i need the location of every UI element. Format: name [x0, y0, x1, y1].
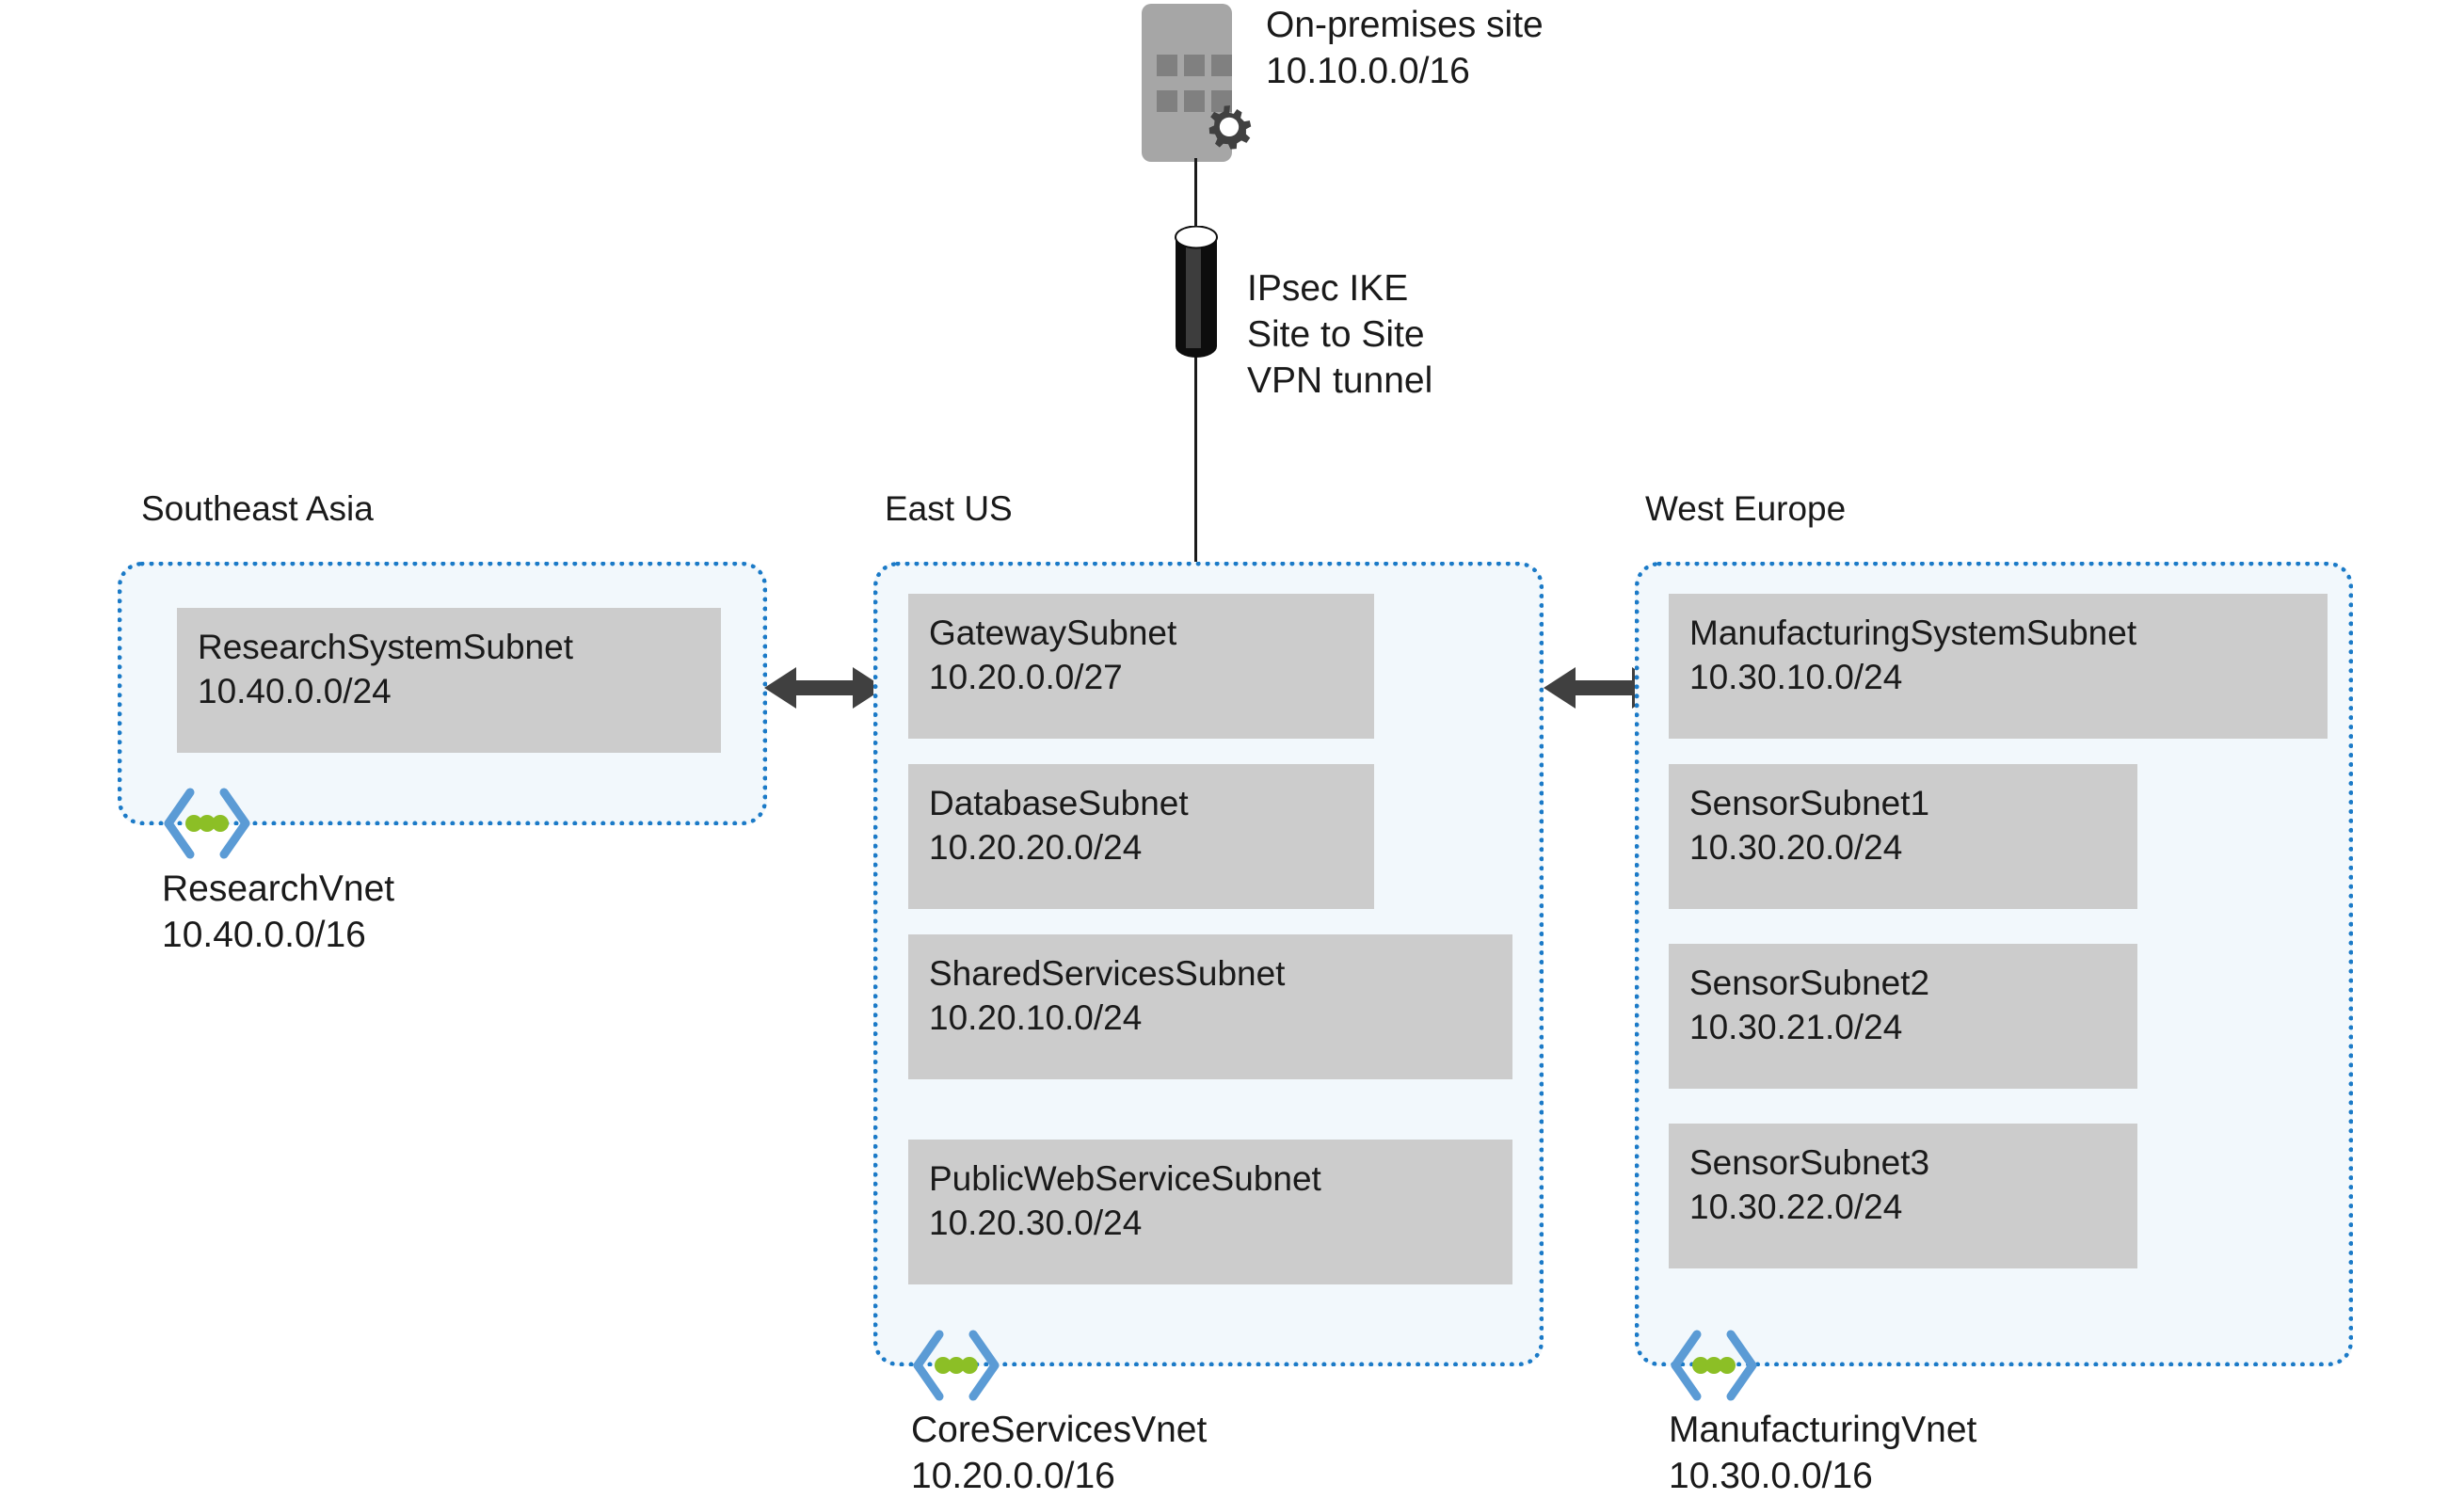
subnet-box-gatewaysubnet[interactable]: GatewaySubnet 10.20.0.0/27: [908, 594, 1374, 739]
peering-arrow-east-us-west-europe: [1544, 667, 1664, 709]
subnet-name: SensorSubnet2: [1689, 964, 1930, 1002]
onpremises-site-label: On-premises site 10.10.0.0/16: [1266, 5, 1544, 91]
server-building-gear-icon: [1142, 4, 1252, 162]
vnet-container-researchvnet[interactable]: ResearchSystemSubnet 10.40.0.0/24: [118, 562, 767, 825]
vnet-chevron-dots-icon: [1671, 1330, 1757, 1401]
region-label-southeast-asia: Southeast Asia: [141, 489, 374, 528]
subnet-box-sensorsubnet3[interactable]: SensorSubnet3 10.30.22.0/24: [1669, 1124, 2137, 1268]
subnet-box-sharedservicessubnet[interactable]: SharedServicesSubnet 10.20.10.0/24: [908, 934, 1512, 1079]
subnet-cidr: 10.20.20.0/24: [929, 828, 1143, 867]
region-label-west-europe: West Europe: [1645, 489, 1847, 528]
subnet-cidr: 10.30.22.0/24: [1689, 1188, 1903, 1226]
subnet-box-sensorsubnet2[interactable]: SensorSubnet2 10.30.21.0/24: [1669, 944, 2137, 1089]
subnet-cidr: 10.20.0.0/27: [929, 658, 1123, 696]
subnet-name: GatewaySubnet: [929, 614, 1177, 652]
subnet-name: ResearchSystemSubnet: [198, 628, 573, 666]
peering-arrow-southeast-asia-east-us: [764, 667, 885, 709]
subnet-name: DatabaseSubnet: [929, 784, 1189, 822]
subnet-name: SensorSubnet3: [1689, 1143, 1930, 1182]
vpn-tunnel-cylinder-icon: [1175, 226, 1218, 358]
vnet-chevron-dots-icon: [913, 1330, 1000, 1401]
region-label-east-us: East US: [885, 489, 1013, 528]
subnet-box-researchsystemsubnet[interactable]: ResearchSystemSubnet 10.40.0.0/24: [177, 608, 721, 753]
vnet-chevron-dots-icon: [164, 788, 250, 859]
gear-icon: [1208, 105, 1252, 150]
vnet-caption-coreservicesvnet: CoreServicesVnet 10.20.0.0/16: [911, 1410, 1208, 1496]
subnet-name: SensorSubnet1: [1689, 784, 1930, 822]
subnet-cidr: 10.40.0.0/24: [198, 672, 392, 710]
vnet-caption-manufacturingvnet: ManufacturingVnet 10.30.0.0/16: [1669, 1410, 1977, 1496]
vnet-caption-researchvnet: ResearchVnet 10.40.0.0/16: [162, 869, 395, 955]
subnet-name: SharedServicesSubnet: [929, 954, 1286, 993]
vpn-tunnel-label: IPsec IKE Site to Site VPN tunnel: [1247, 268, 1433, 401]
subnet-box-manufacturingsystemsubnet[interactable]: ManufacturingSystemSubnet 10.30.10.0/24: [1669, 594, 2328, 739]
subnet-box-sensorsubnet1[interactable]: SensorSubnet1 10.30.20.0/24: [1669, 764, 2137, 909]
vnet-container-coreservicesvnet[interactable]: GatewaySubnet 10.20.0.0/27 DatabaseSubne…: [873, 562, 1544, 1366]
subnet-cidr: 10.30.10.0/24: [1689, 658, 1903, 696]
vnet-container-manufacturingvnet[interactable]: ManufacturingSystemSubnet 10.30.10.0/24 …: [1635, 562, 2353, 1366]
subnet-cidr: 10.20.30.0/24: [929, 1204, 1143, 1242]
subnet-box-publicwebservicesubnet[interactable]: PublicWebServiceSubnet 10.20.30.0/24: [908, 1140, 1512, 1284]
vpn-connection-line: [1194, 158, 1197, 563]
subnet-name: ManufacturingSystemSubnet: [1689, 614, 2137, 652]
subnet-cidr: 10.30.21.0/24: [1689, 1008, 1903, 1046]
subnet-box-databasesubnet[interactable]: DatabaseSubnet 10.20.20.0/24: [908, 764, 1374, 909]
subnet-cidr: 10.20.10.0/24: [929, 998, 1143, 1037]
subnet-cidr: 10.30.20.0/24: [1689, 828, 1903, 867]
subnet-name: PublicWebServiceSubnet: [929, 1159, 1321, 1198]
